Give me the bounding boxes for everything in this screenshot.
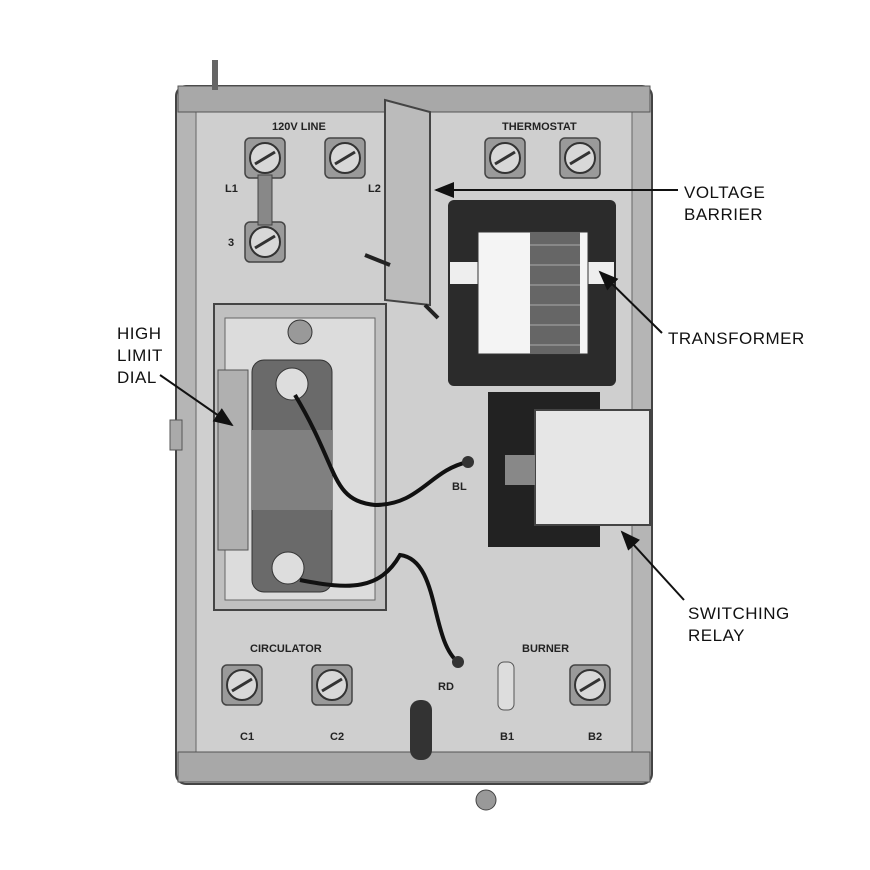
label-l1: L1 [225, 183, 238, 195]
label-bl: BL [452, 481, 467, 493]
terminal-c1-screw [220, 663, 264, 707]
label-rd: RD [438, 681, 454, 693]
terminal-3-screw [243, 220, 287, 264]
terminal-l1-screw [243, 136, 287, 180]
transformer [448, 200, 616, 386]
high-limit-dial [213, 303, 474, 668]
label-circulator: CIRCULATOR [250, 643, 322, 655]
label-c2: C2 [330, 731, 344, 743]
callout-high-limit-2: LIMIT [117, 346, 163, 365]
top-stud [212, 60, 218, 90]
label-3: 3 [228, 237, 234, 249]
thermostat-screw-2 [558, 136, 602, 180]
transformer-leader [598, 270, 663, 334]
callout-switching-relay-2: RELAY [688, 626, 745, 645]
high-limit-leader [159, 374, 234, 427]
voltage-barrier [364, 98, 440, 320]
callout-high-limit-3: DIAL [117, 368, 157, 387]
callout-voltage-barrier-2: BARRIER [684, 205, 763, 224]
switching-relay-leader [620, 530, 685, 601]
label-120v-line: 120V LINE [272, 121, 326, 133]
label-c1: C1 [240, 731, 254, 743]
label-burner: BURNER [522, 643, 569, 655]
label-l2: L2 [368, 183, 381, 195]
terminal-c2-screw [310, 663, 354, 707]
wire-bl [293, 393, 469, 508]
slot [410, 700, 432, 760]
callout-transformer: TRANSFORMER [668, 329, 805, 348]
wire-rd [299, 552, 460, 664]
callout-switching-relay-1: SWITCHING [688, 604, 790, 623]
switching-relay [488, 392, 651, 547]
label-b2: B2 [588, 731, 602, 743]
callout-high-limit-1: HIGH [117, 324, 162, 343]
jumper-link [257, 174, 273, 226]
label-thermostat: THERMOSTAT [502, 121, 577, 133]
label-b1: B1 [500, 731, 514, 743]
callout-voltage-barrier-1: VOLTAGE [684, 183, 765, 202]
terminal-b2-screw [568, 663, 612, 707]
bottom-nut [475, 789, 497, 811]
thermostat-screw-1 [483, 136, 527, 180]
terminal-l2-screw [323, 136, 367, 180]
